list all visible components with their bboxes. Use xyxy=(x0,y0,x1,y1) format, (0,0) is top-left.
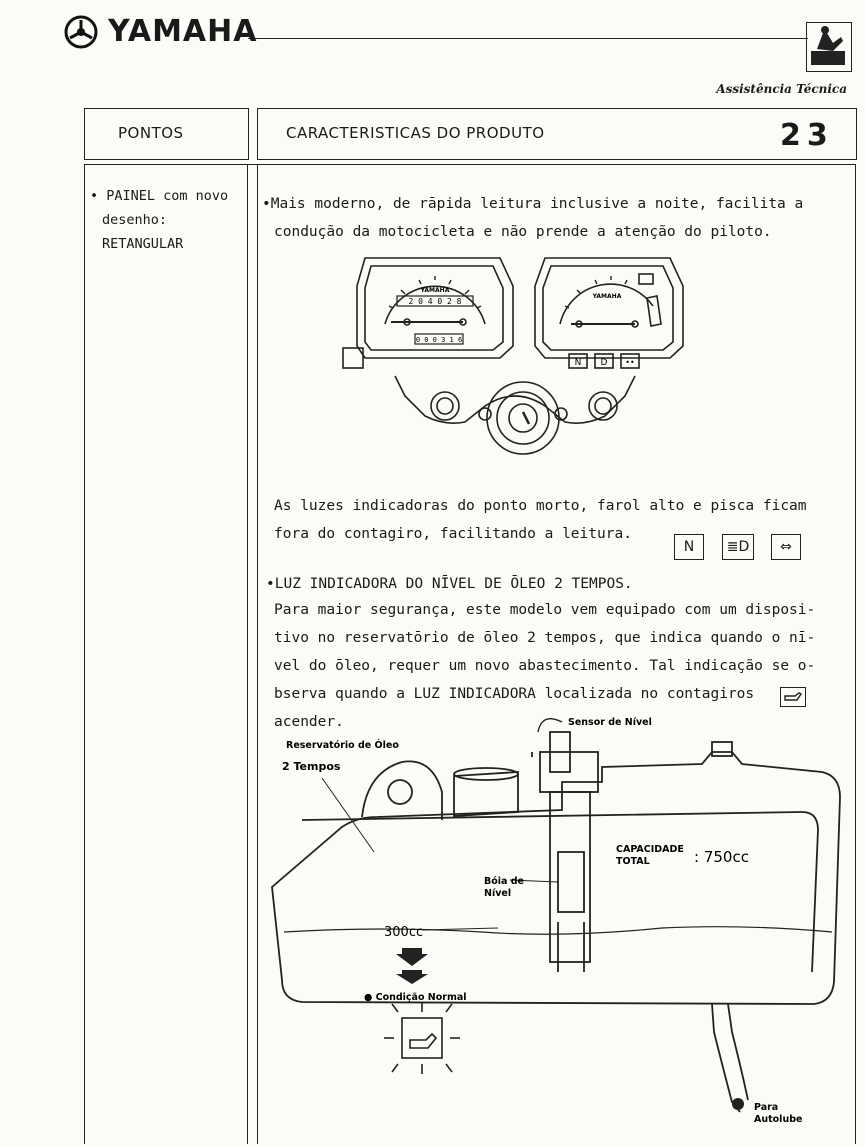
left-line: RETANGULAR xyxy=(102,236,184,252)
oil-reservoir-diagram: Sensor de Nível Reservatório de Óleo 2 T… xyxy=(271,717,841,1125)
indicators-text: As luzes indicadoras do ponto morto, far… xyxy=(274,492,807,548)
capacity-value: : 750cc xyxy=(694,848,749,866)
intro-line: condução da motocicleta e não prende a a… xyxy=(274,224,772,240)
trip-readout: 0 0 0 3 1 6 xyxy=(416,336,462,344)
pontos-label: PONTOS xyxy=(118,124,184,142)
speedo-brand: YAMAHA xyxy=(420,287,450,294)
capacity-label: CAPACIDADE xyxy=(616,844,684,855)
indicators-line: As luzes indicadoras do ponto morto, far… xyxy=(274,498,807,514)
column-header-left xyxy=(84,108,249,160)
table-right-rule xyxy=(855,164,856,1144)
oil-line: bserva quando a LUZ INDICADORA localizad… xyxy=(274,686,755,702)
instrument-panel-illustration: 2 0 4 0 2 8 0 0 0 3 1 6 YAMAHA YAMAHA N … xyxy=(342,257,684,455)
reservoir-label-2: 2 Tempos xyxy=(282,760,341,773)
oil-text: Para maior segurança, este modelo vem eq… xyxy=(274,596,815,736)
assist-label: Assistência Técnica xyxy=(716,82,847,96)
table-divider xyxy=(247,164,248,1144)
indicators-line: fora do contagiro, facilitando a leitura… xyxy=(274,526,632,542)
float-label: Bóia de xyxy=(484,876,524,887)
oil-lamp-icon xyxy=(780,687,806,707)
left-points: • PAINEL com novo desenho: RETANGULAR xyxy=(90,184,228,256)
header-rule xyxy=(248,38,808,39)
float-label-2: Nível xyxy=(484,888,511,899)
capacity-label-2: TOTAL xyxy=(616,856,650,867)
oil-line: tivo no reservatōrio de ōleo 2 tempos, q… xyxy=(274,630,816,646)
neutral-indicator-icon: N xyxy=(674,534,704,560)
intro-text: •Mais moderno, de rāpida leitura inclusi… xyxy=(262,190,803,246)
intro-line: •Mais moderno, de rāpida leitura inclusi… xyxy=(262,196,804,212)
table-divider-2 xyxy=(257,164,258,1144)
brand-name: YAMAHA xyxy=(108,14,258,49)
table-left-rule xyxy=(84,164,85,1144)
column-header-right xyxy=(257,108,857,160)
turn-signal-indicator-icon: ⇔ xyxy=(771,534,801,560)
oil-can-icon xyxy=(784,692,803,701)
highbeam-indicator-icon: ≣D xyxy=(722,534,754,560)
normal-condition-label: ● Condição Normal xyxy=(364,992,467,1003)
brand-logo: YAMAHA xyxy=(62,14,257,49)
oil-line: acender. xyxy=(274,714,344,730)
autolube-label-2: Autolube xyxy=(754,1114,802,1125)
characteristics-label: CARACTERISTICAS DO PRODUTO xyxy=(286,124,545,142)
mechanic-icon xyxy=(811,26,845,65)
lamp-turn: •• xyxy=(625,358,634,367)
oil-line: vel do ōleo, requer um novo abasteciment… xyxy=(274,658,816,674)
level-label: 300cc xyxy=(384,925,423,940)
oil-line: Para maior segurança, este modelo vem eq… xyxy=(274,602,816,618)
page-number: 23 xyxy=(780,118,834,153)
left-line: desenho: xyxy=(102,212,168,228)
left-line: • PAINEL com novo xyxy=(90,188,229,204)
tacho-brand: YAMAHA xyxy=(592,293,622,300)
odometer-readout: 2 0 4 0 2 8 xyxy=(409,297,462,306)
lamp-highbeam: D xyxy=(601,358,608,368)
reservoir-label: Reservatório de Óleo xyxy=(286,739,399,751)
autolube-label: Para xyxy=(754,1102,778,1113)
oil-title: •LUZ INDICADORA DO NĪVEL DE ŌLEO 2 TEMPO… xyxy=(266,576,633,592)
table-top-rule xyxy=(84,164,855,165)
yamaha-emblem-icon xyxy=(64,15,98,48)
assist-logo xyxy=(806,22,852,72)
sensor-label: Sensor de Nível xyxy=(568,717,652,728)
lamp-neutral: N xyxy=(575,358,582,368)
